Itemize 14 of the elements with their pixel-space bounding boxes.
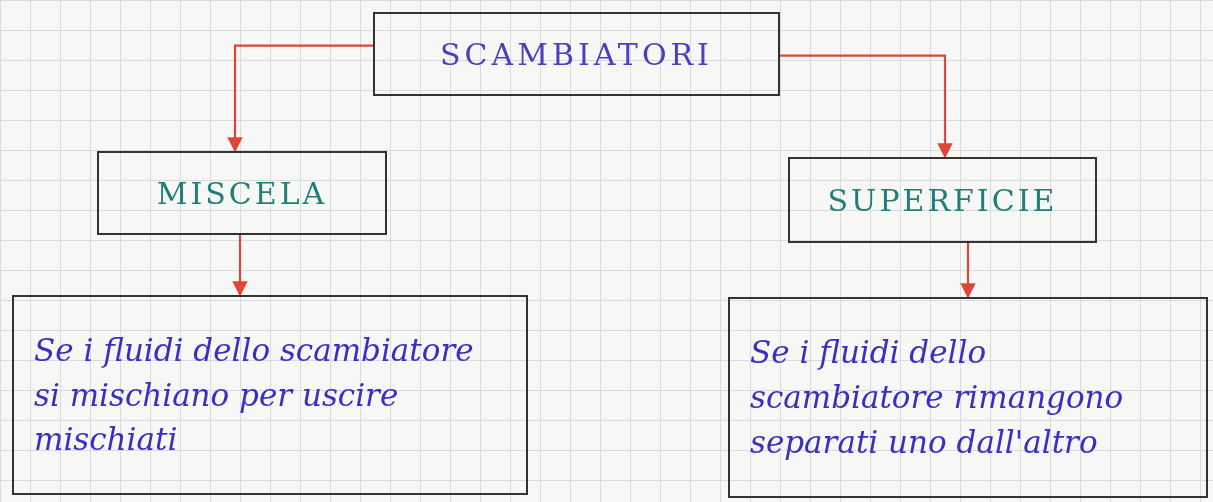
concept-box — [97, 151, 387, 235]
description-box — [12, 295, 528, 495]
concept-box — [373, 12, 780, 96]
description-box — [728, 297, 1208, 498]
concept-label: SCAMBIATORI — [440, 36, 713, 72]
arrow — [960, 243, 976, 299]
arrow — [227, 44, 373, 153]
description-text: Se i fluidi dello scambiatore si mischiano per uscire mischiati — [34, 330, 474, 460]
concept-label: SUPERFICIE — [827, 182, 1058, 218]
arrow — [232, 235, 248, 297]
concept-label: MISCELA — [156, 175, 328, 211]
arrow — [780, 54, 953, 159]
description-text: Se i fluidi dello scambiatore rimangono separati uno dall'altro — [750, 333, 1125, 462]
concept-box — [788, 157, 1097, 243]
